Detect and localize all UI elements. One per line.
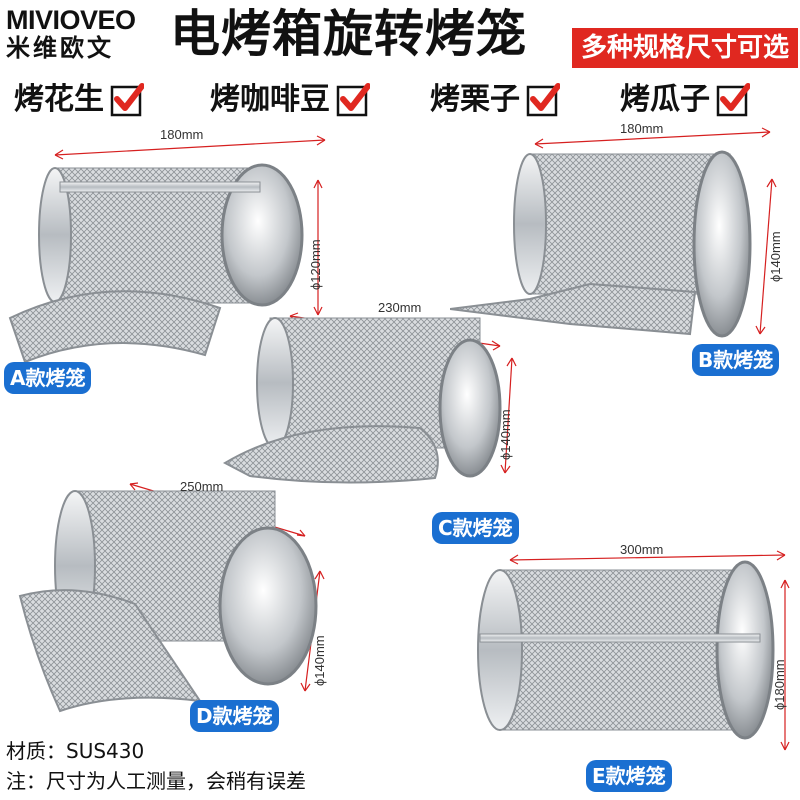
use-item: 烤栗子	[430, 80, 560, 120]
dimension-arrow-length	[534, 131, 771, 145]
model-label-b: B款烤笼	[692, 344, 780, 376]
basket-a: 180mm ϕ120mm	[0, 127, 340, 390]
basket-e-image	[477, 550, 790, 751]
use-label: 烤瓜子	[620, 82, 710, 117]
brand-logo: MIVIOVEO 米维欧文	[6, 6, 166, 62]
basket-b: 180mm ϕ140mm	[449, 121, 800, 364]
use-label: 烤栗子	[430, 82, 520, 117]
dimension-arrow-length	[509, 554, 786, 561]
measurement-note: 注：尺寸为人工测量，会稍有误差	[6, 769, 306, 793]
uses-row: 烤花生 烤咖啡豆 烤栗子 烤瓜子	[0, 80, 800, 124]
notes: 材质：SUS430 注：尺寸为人工测量，会稍有误差	[6, 736, 306, 796]
material-note: 材质：SUS430	[6, 739, 145, 763]
diameter-label: ϕ140mm	[312, 635, 327, 686]
page-title: 电烤箱旋转烤笼	[170, 5, 527, 63]
basket-d-image	[18, 482, 325, 713]
use-label: 烤花生	[14, 82, 104, 117]
use-label: 烤咖啡豆	[210, 82, 330, 117]
model-label-a: A款烤笼	[4, 362, 92, 394]
brand-name-en: MIVIOVEO	[6, 5, 136, 35]
basket-d: 250mm ϕ140mm	[0, 476, 345, 716]
brand-name-cn: 米维欧文	[6, 34, 114, 62]
length-label: 230mm	[378, 300, 422, 315]
model-label-e: E款烤笼	[586, 760, 672, 792]
length-label: 180mm	[160, 127, 204, 142]
diameter-label: ϕ140mm	[768, 231, 783, 282]
use-item: 烤瓜子	[620, 80, 750, 120]
diameter-label: ϕ140mm	[498, 409, 513, 460]
basket-a-image	[8, 135, 326, 364]
checkbox-checked-icon	[336, 83, 370, 117]
basket-b-image	[449, 127, 777, 338]
basket-e: 300mm ϕ180mm	[460, 540, 800, 760]
checkbox-checked-icon	[716, 83, 750, 117]
basket-c: 230mm ϕ140mm	[220, 298, 530, 518]
basket-c-image	[222, 312, 517, 484]
dimension-arrow-diameter	[759, 178, 773, 335]
model-label-c: C款烤笼	[432, 512, 519, 544]
options-tag: 多种规格尺寸可选	[572, 28, 798, 68]
use-item: 烤花生	[14, 80, 144, 120]
diameter-label: ϕ180mm	[772, 659, 787, 710]
checkbox-checked-icon	[110, 83, 144, 117]
diameter-label: ϕ120mm	[308, 239, 323, 290]
checkbox-checked-icon	[526, 83, 560, 117]
length-label: 300mm	[620, 542, 664, 557]
model-label-d: D款烤笼	[190, 700, 279, 732]
dimension-arrow-length	[54, 139, 326, 156]
use-item: 烤咖啡豆	[210, 80, 370, 120]
length-label: 250mm	[180, 479, 224, 494]
dimension-arrow-diameter	[504, 357, 513, 474]
length-label: 180mm	[620, 121, 664, 136]
